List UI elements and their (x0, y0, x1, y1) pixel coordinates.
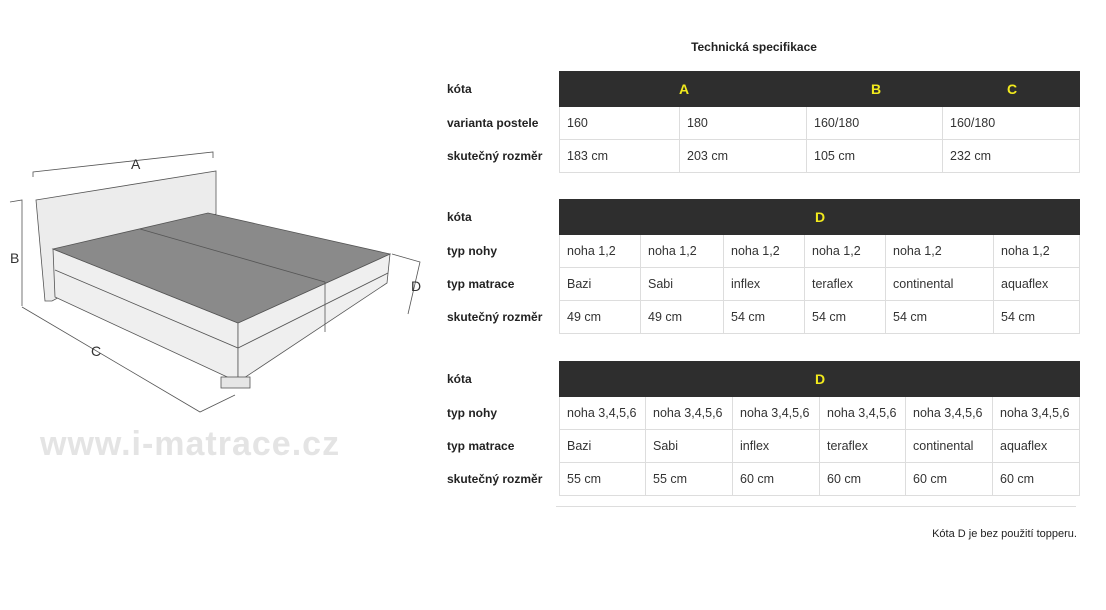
table-cell: noha 3,4,5,6 (993, 397, 1080, 430)
row-label: typ matrace (447, 277, 515, 291)
header-label: D (814, 371, 826, 387)
table-cell: noha 3,4,5,6 (646, 397, 733, 430)
table-cell: noha 3,4,5,6 (733, 397, 820, 430)
row-label: kóta (447, 210, 472, 224)
table-cell: inflex (733, 430, 820, 463)
header-label: C (1006, 81, 1018, 97)
row-label: kóta (447, 372, 472, 386)
table-cell: 60 cm (906, 463, 993, 496)
table-cell: teraflex (820, 430, 906, 463)
row-label: varianta postele (447, 116, 539, 130)
table-cell: 54 cm (994, 301, 1080, 334)
table-cell: noha 3,4,5,6 (906, 397, 993, 430)
table-cell: Bazi (559, 430, 646, 463)
header-label: B (870, 81, 882, 97)
row-label: skutečný rozměr (447, 310, 543, 324)
row-label: typ matrace (447, 439, 515, 453)
row-label: kóta (447, 82, 472, 96)
dimension-label-a: A (131, 156, 141, 172)
table-cell: 232 cm (943, 140, 1080, 173)
table-cell: 60 cm (993, 463, 1080, 496)
table-cell: 55 cm (646, 463, 733, 496)
table-cell: noha 1,2 (805, 235, 886, 268)
table-cell: noha 3,4,5,6 (820, 397, 906, 430)
table-cell: inflex (724, 268, 805, 301)
table-cell: teraflex (805, 268, 886, 301)
table-header: A B C (559, 71, 1080, 107)
table-cell: aquaflex (994, 268, 1080, 301)
table-cell: noha 3,4,5,6 (559, 397, 646, 430)
table-cell: 160/180 (943, 107, 1080, 140)
table-cell: 160/180 (807, 107, 943, 140)
table-cell: 160 (559, 107, 680, 140)
bed-dimension-diagram: A B C D (9, 151, 421, 413)
dimension-label-b: B (10, 250, 19, 266)
table-cell: 54 cm (886, 301, 994, 334)
table-cell: noha 1,2 (641, 235, 724, 268)
table-cell: 180 (680, 107, 807, 140)
table-cell: Bazi (559, 268, 641, 301)
table-cell: 55 cm (559, 463, 646, 496)
row-label: typ nohy (447, 406, 497, 420)
table-cell: 54 cm (724, 301, 805, 334)
table-cell: 54 cm (805, 301, 886, 334)
table-cell: continental (906, 430, 993, 463)
divider (556, 506, 1076, 507)
table-cell: aquaflex (993, 430, 1080, 463)
dimension-label-c: C (91, 343, 101, 359)
table-cell: noha 1,2 (559, 235, 641, 268)
table-cell: noha 1,2 (994, 235, 1080, 268)
table-cell: Sabi (641, 268, 724, 301)
header-label: A (678, 81, 690, 97)
table-cell: 49 cm (559, 301, 641, 334)
table-cell: 49 cm (641, 301, 724, 334)
table-cell: 60 cm (733, 463, 820, 496)
page-title: Technická specifikace (691, 40, 817, 54)
table-cell: noha 1,2 (724, 235, 805, 268)
row-label: typ nohy (447, 244, 497, 258)
dimension-label-d: D (411, 278, 421, 294)
row-label: skutečný rozměr (447, 149, 543, 163)
table-cell: continental (886, 268, 994, 301)
watermark: www.i-matrace.cz (40, 425, 341, 463)
table-cell: noha 1,2 (886, 235, 994, 268)
table-cell: 203 cm (680, 140, 807, 173)
footnote: Kóta D je bez použití topperu. (932, 528, 1077, 540)
table-cell: Sabi (646, 430, 733, 463)
row-label: skutečný rozměr (447, 472, 543, 486)
table-cell: 183 cm (559, 140, 680, 173)
table-cell: 60 cm (820, 463, 906, 496)
table-header: D (559, 199, 1080, 235)
header-label: D (814, 209, 826, 225)
table-header: D (559, 361, 1080, 397)
table-cell: 105 cm (807, 140, 943, 173)
